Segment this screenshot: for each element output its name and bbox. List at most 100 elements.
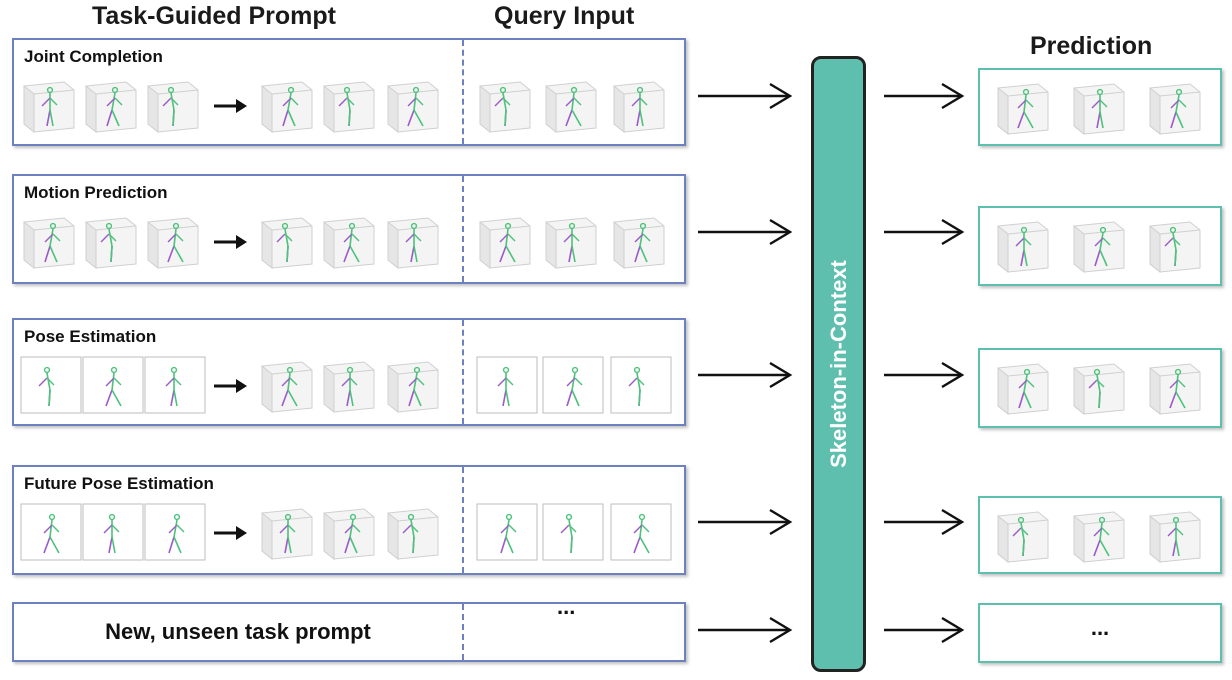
- big-arrow-icon: [698, 218, 793, 246]
- thumbnail-slot: [1070, 78, 1128, 141]
- task-row-pose-estimation: Pose Estimation: [12, 318, 686, 426]
- task-row-future-pose-estimation: Future Pose Estimation: [12, 465, 686, 575]
- thumbnail-slot: [1146, 358, 1204, 421]
- header-task-guided-prompt: Task-Guided Prompt: [92, 2, 337, 30]
- skeleton-3d-thumbnail: [1073, 83, 1125, 136]
- skeleton-3d-thumbnail: [261, 81, 313, 134]
- thumbnail-slot: [212, 523, 248, 548]
- big-arrow-icon: [698, 508, 793, 536]
- skeleton-2d-thumbnail: [144, 503, 206, 561]
- skeleton-3d-thumbnail: [613, 217, 665, 270]
- thumbnail-slot: [384, 503, 442, 566]
- skeleton-3d-thumbnail: [1149, 511, 1201, 564]
- task-title: Motion Prediction: [24, 183, 168, 202]
- skeleton-3d-thumbnail: [997, 83, 1049, 136]
- thumbnail-slot: [320, 212, 378, 275]
- thumbnail-slot: [384, 76, 442, 139]
- model-label: Skeleton-in-Context: [825, 260, 851, 468]
- thumbnail-slot: [1070, 506, 1128, 569]
- skeleton-3d-thumbnail: [147, 81, 199, 134]
- task-title: Pose Estimation: [24, 327, 157, 346]
- big-arrow-icon: [698, 616, 793, 644]
- skeleton-3d-thumbnail: [23, 81, 75, 134]
- thumbnail-slot: [542, 76, 600, 139]
- thumbnail-slot: [1146, 506, 1204, 569]
- task-title: Future Pose Estimation: [24, 474, 214, 493]
- skeleton-2d-thumbnail: [542, 503, 604, 561]
- thumbnail-slot: [212, 232, 248, 257]
- skeleton-3d-thumbnail: [387, 81, 439, 134]
- thumbnail-slot: [82, 503, 144, 566]
- task-row-unseen-task: New, unseen task prompt: [12, 602, 686, 662]
- header-prediction: Prediction: [1030, 32, 1153, 60]
- task-row-motion-prediction: Motion Prediction: [12, 174, 686, 284]
- skeleton-in-context-model: Skeleton-in-Context: [811, 56, 866, 672]
- skeleton-2d-thumbnail: [20, 356, 82, 414]
- prediction-row-joint-completion: [978, 68, 1222, 146]
- skeleton-3d-thumbnail: [1073, 221, 1125, 274]
- skeleton-3d-thumbnail: [1149, 221, 1201, 274]
- thumbnail-slot: [258, 503, 316, 566]
- thumbnail-slot: [542, 212, 600, 275]
- thumbnail-slot: [1146, 216, 1204, 279]
- thumbnail-slot: [320, 76, 378, 139]
- prediction-row-future-pose-estimation: [978, 496, 1222, 574]
- skeleton-3d-thumbnail: [387, 217, 439, 270]
- skeleton-2d-thumbnail: [542, 356, 604, 414]
- prediction-row-motion-prediction: [978, 206, 1222, 286]
- unseen-task-label: New, unseen task prompt: [105, 619, 371, 644]
- thumbnail-slot: [1146, 78, 1204, 141]
- thumbnail-slot: [610, 356, 672, 419]
- small-arrow-icon: [214, 379, 247, 393]
- skeleton-3d-thumbnail: [1073, 511, 1125, 564]
- thumbnail-slot: [994, 216, 1052, 279]
- skeleton-3d-thumbnail: [613, 81, 665, 134]
- prediction-ellipsis: ...: [1090, 615, 1110, 640]
- big-arrow-icon: [698, 361, 793, 389]
- skeleton-2d-thumbnail: [610, 503, 672, 561]
- skeleton-3d-thumbnail: [545, 217, 597, 270]
- skeleton-2d-thumbnail: [476, 503, 538, 561]
- skeleton-2d-thumbnail: [476, 356, 538, 414]
- thumbnail-slot: [610, 76, 668, 139]
- thumbnail-slot: [20, 356, 82, 419]
- skeleton-2d-thumbnail: [610, 356, 672, 414]
- thumbnail-slot: [212, 376, 248, 401]
- skeleton-3d-thumbnail: [147, 217, 199, 270]
- thumbnail-slot: [212, 96, 248, 121]
- skeleton-3d-thumbnail: [323, 361, 375, 414]
- prediction-row-unseen-task: ...: [978, 603, 1222, 663]
- skeleton-2d-thumbnail: [144, 356, 206, 414]
- thumbnail-slot: [82, 356, 144, 419]
- thumbnail-slot: [1070, 358, 1128, 421]
- skeleton-3d-thumbnail: [261, 217, 313, 270]
- skeleton-2d-thumbnail: [20, 503, 82, 561]
- big-arrow-icon: [884, 82, 965, 110]
- thumbnail-slot: [258, 76, 316, 139]
- task-row-joint-completion: Joint Completion: [12, 38, 686, 146]
- big-arrow-icon: [884, 218, 965, 246]
- row-divider: [462, 176, 464, 282]
- thumbnail-slot: [476, 76, 534, 139]
- small-arrow-icon: [214, 99, 247, 113]
- thumbnail-slot: [20, 212, 78, 275]
- row-divider: [462, 40, 464, 144]
- thumbnail-slot: [144, 356, 206, 419]
- thumbnail-slot: [476, 503, 538, 566]
- thumbnail-slot: [258, 356, 316, 419]
- skeleton-3d-thumbnail: [387, 361, 439, 414]
- thumbnail-slot: [610, 503, 672, 566]
- big-arrow-icon: [884, 361, 965, 389]
- big-arrow-icon: [698, 82, 793, 110]
- thumbnail-slot: [542, 356, 604, 419]
- thumbnail-slot: [1070, 216, 1128, 279]
- thumbnail-slot: [82, 76, 140, 139]
- skeleton-3d-thumbnail: [323, 81, 375, 134]
- skeleton-3d-thumbnail: [23, 217, 75, 270]
- thumbnail-slot: [20, 76, 78, 139]
- thumbnail-slot: [20, 503, 82, 566]
- thumbnail-slot: [144, 212, 202, 275]
- header-query-input: Query Input: [494, 2, 635, 30]
- skeleton-3d-thumbnail: [323, 508, 375, 561]
- big-arrow-icon: [884, 508, 965, 536]
